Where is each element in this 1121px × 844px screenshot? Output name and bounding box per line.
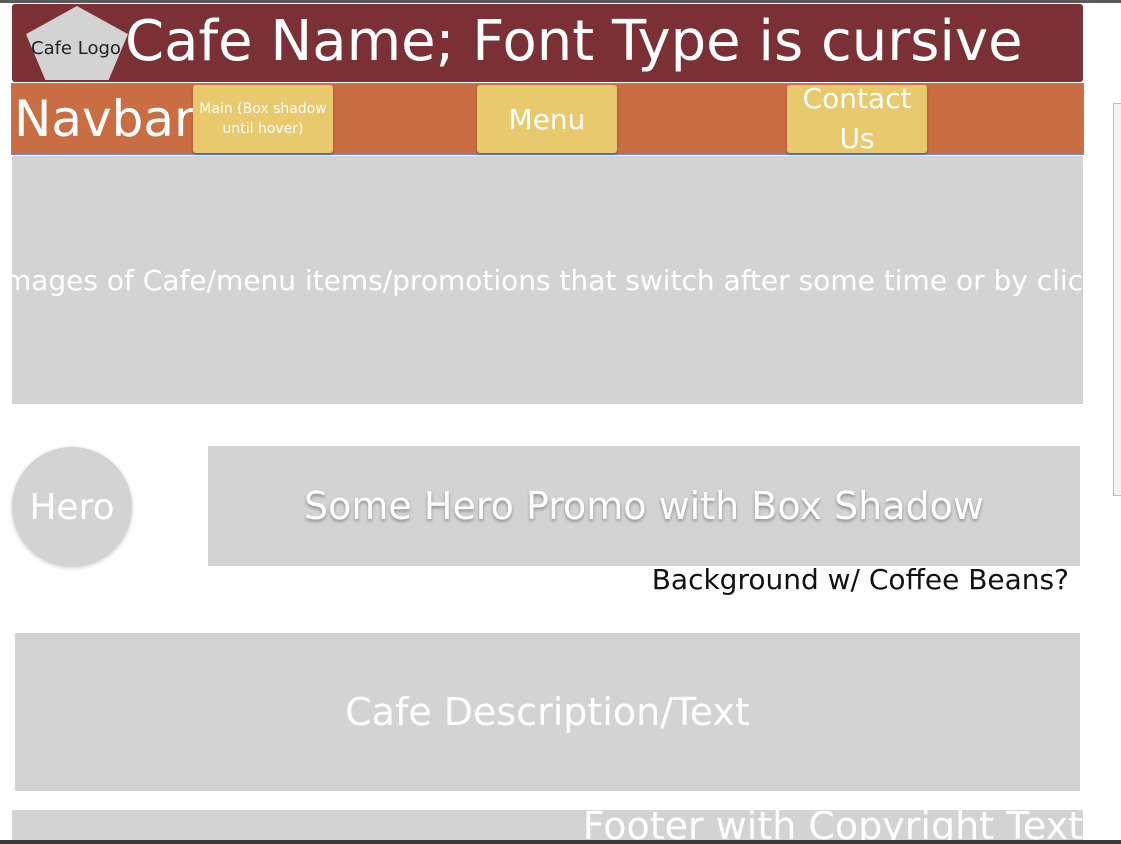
cafe-name-title: Cafe Name; Font Type is cursive (125, 9, 1023, 74)
hero-promo-text: Some Hero Promo with Box Shadow (304, 484, 984, 528)
navbar-label: Navbar (14, 90, 195, 148)
background-note: Background w/ Coffee Beans? (651, 563, 1069, 596)
hero-promo-box[interactable]: Some Hero Promo with Box Shadow (208, 446, 1080, 566)
header-bar: Cafe Logo (12, 4, 1083, 82)
vertical-scrollbar[interactable] (1113, 103, 1121, 496)
footer: Footer with Copyright Text (12, 810, 1083, 840)
cafe-description-box: Cafe Description/Text (15, 633, 1080, 791)
hero-circle[interactable]: Hero (12, 447, 132, 567)
cafe-description-text: Cafe Description/Text (345, 690, 750, 734)
nav-contact-us-button[interactable]: Contact Us (787, 82, 927, 155)
window-top-border (0, 0, 1121, 3)
hero-circle-label: Hero (29, 486, 115, 528)
window-bottom-border (0, 840, 1121, 844)
cafe-logo-label: Cafe Logo (31, 38, 121, 59)
image-carousel[interactable]: Images of Cafe/menu items/promotions tha… (0, 156, 1099, 404)
carousel-caption: Images of Cafe/menu items/promotions tha… (0, 263, 1100, 297)
nav-main-button[interactable]: Main (Box shadow until hover) (193, 85, 333, 153)
nav-menu-button[interactable]: Menu (477, 85, 617, 153)
footer-copyright-text: Footer with Copyright Text (582, 810, 1083, 840)
